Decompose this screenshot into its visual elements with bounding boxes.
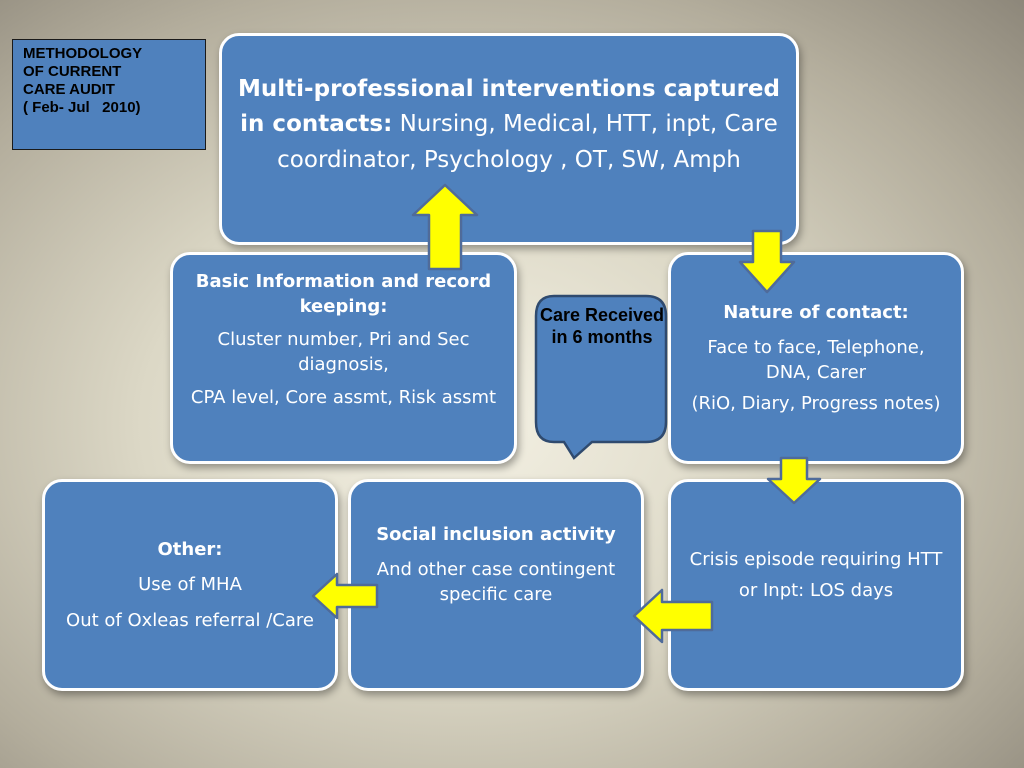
- nature-of-contact-box: Nature of contact: Face to face, Telepho…: [668, 252, 964, 464]
- basic-info-line-2: CPA level, Core assmt, Risk assmt: [190, 387, 497, 409]
- title-line-2: OF CURRENT: [23, 63, 122, 80]
- other-line-1: Use of MHA: [138, 574, 242, 596]
- arrow-down-icon: [738, 229, 796, 294]
- arrow-left-icon: [632, 588, 714, 644]
- top-box-bold-prefix: in contacts:: [240, 111, 393, 137]
- top-box-rest: Nursing, Medical, HTT, inpt, Care coordi…: [277, 111, 778, 173]
- callout-text: Care Received in 6 months: [539, 305, 665, 347]
- social-inclusion-box: Social inclusion activity And other case…: [348, 479, 644, 691]
- basic-information-box: Basic Information and record keeping: Cl…: [170, 252, 517, 464]
- arrow-left-icon: [311, 572, 379, 620]
- crisis-line-1: Crisis episode requiring HTT or Inpt: LO…: [689, 549, 943, 601]
- social-heading: Social inclusion activity: [376, 524, 616, 545]
- basic-info-heading: Basic Information and record keeping:: [195, 271, 492, 317]
- other-line-2: Out of Oxleas referral /Care: [66, 609, 314, 631]
- nature-heading: Nature of contact:: [723, 301, 909, 323]
- callout-bubble-shape: [534, 294, 668, 460]
- title-line-1: METHODOLOGY: [23, 45, 143, 62]
- arrow-down-icon: [766, 456, 822, 505]
- methodology-title-box: METHODOLOGY OF CURRENT CARE AUDIT ( Feb-…: [12, 39, 206, 150]
- nature-line-1: Face to face, Telephone, DNA, Carer: [707, 336, 925, 383]
- multi-professional-box: Multi-professional interventions capture…: [219, 33, 799, 245]
- arrow-up-icon: [411, 183, 479, 271]
- title-line-3: CARE AUDIT: [23, 81, 115, 98]
- basic-info-line-1: Cluster number, Pri and Sec diagnosis,: [217, 329, 470, 376]
- top-box-body: in contacts: Nursing, Medical, HTT, inpt…: [236, 106, 782, 178]
- title-line-4: ( Feb- Jul 2010): [23, 99, 141, 116]
- top-box-line-1: Multi-professional interventions capture…: [238, 76, 780, 102]
- other-box: Other: Use of MHA Out of Oxleas referral…: [42, 479, 338, 691]
- other-heading: Other:: [157, 539, 223, 561]
- crisis-episode-box: Crisis episode requiring HTT or Inpt: LO…: [668, 479, 964, 691]
- social-line-1: And other case contingent specific care: [376, 559, 616, 606]
- nature-line-2: (RiO, Diary, Progress notes): [691, 393, 941, 415]
